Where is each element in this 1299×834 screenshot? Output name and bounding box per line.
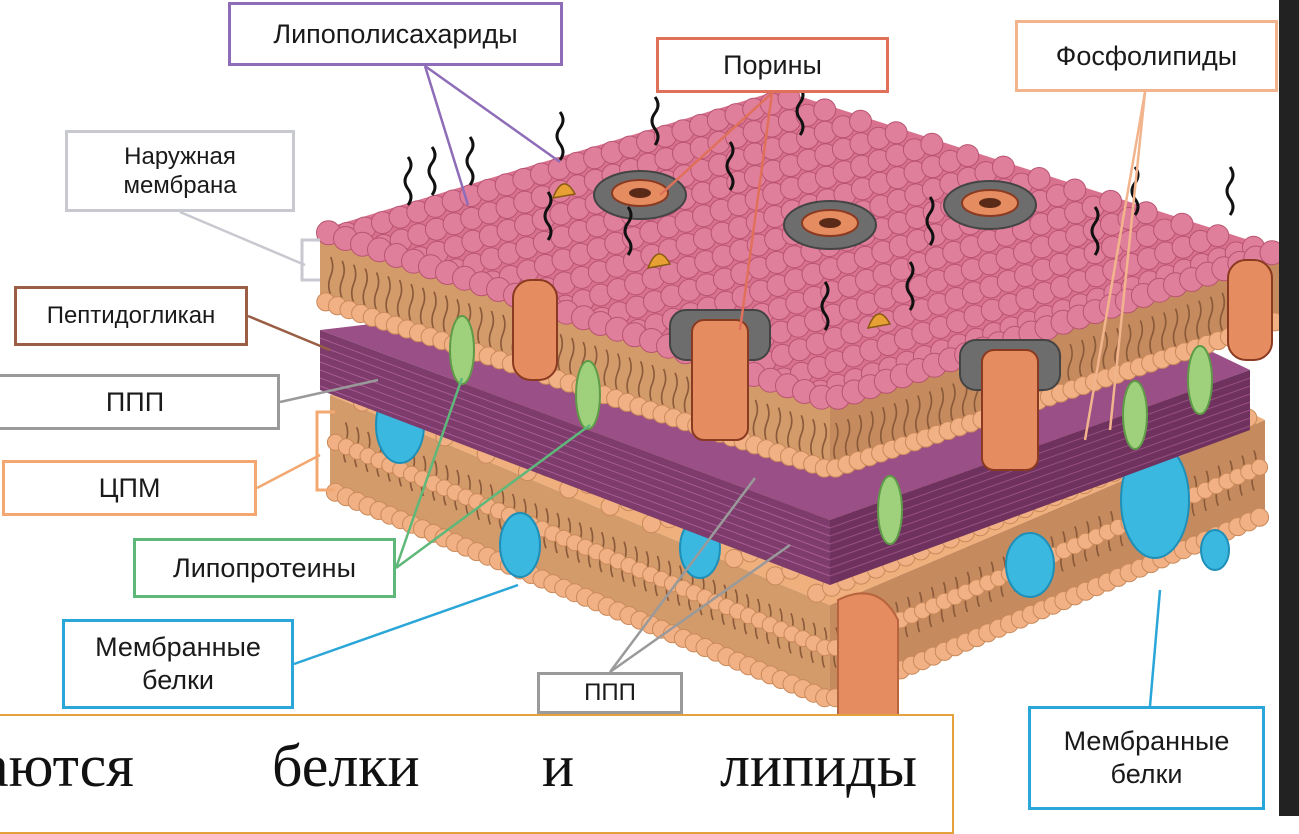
om-outer-lipid-head [885,122,907,144]
lps-chain [405,157,411,205]
cpm-lipid-head [725,550,743,568]
lps-chain [429,147,435,195]
label-ppp-left: ППП [0,374,280,430]
frame-edge [1279,0,1299,816]
lipoprotein [1188,346,1212,414]
om-outer-lipid-head [1207,225,1229,247]
membrane-protein [1201,530,1229,570]
caption-word-1: аются [0,732,134,801]
caption-word-3: и [542,732,574,801]
label-outer-membrane: Наружная мембрана [65,130,295,212]
label-membrane-proteins-right: Мембранные белки [1028,706,1265,810]
lps-chain [1227,167,1233,215]
om-outer-lipid-head [1064,179,1086,201]
om-outer-lipid-head [814,99,836,121]
lipoprotein [450,316,474,384]
om-outer-lipid-head [957,145,979,167]
lipoprotein [576,361,600,429]
leader-line [248,316,330,350]
caption-word-4: липиды [720,732,917,801]
porin-pore [629,188,651,198]
om-outer-lipid-head [992,156,1014,178]
porin-pore [979,198,1001,208]
lipoprotein [878,476,902,544]
om-outer-lipid-head [850,110,872,132]
caption-text-box: аются белки и липиды [0,714,954,834]
porin-pore [819,218,841,228]
label-lipoproteins: Липопротеины [133,538,396,598]
om-outer-lipid-head [1100,190,1122,212]
label-ppp-bottom: ППП [537,672,683,714]
cpm-lipid-head [1251,508,1269,526]
outer-membrane-bracket [302,240,320,280]
outer-membrane-protein [1228,260,1272,360]
lipoprotein [1123,381,1147,449]
om-outer-lipid-head [1171,213,1193,235]
leader-line [425,66,560,162]
om-outer-lipid-head [1028,168,1050,190]
label-cpm: ЦПМ [2,460,257,516]
caption-word-2: белки [272,732,420,801]
lps-chain [557,112,563,160]
leader-line [1150,590,1160,706]
lps-chain [467,137,473,185]
label-lipopolysaccharides: Липополисахариды [228,2,563,66]
leader-line [257,455,320,488]
leader-line [425,66,468,205]
porin-channel [982,350,1038,470]
cpm-lipid-head [1252,459,1268,475]
outer-membrane-protein [513,280,557,380]
label-peptidoglycan: Пептидогликан [14,286,248,346]
label-porins: Порины [656,37,889,93]
membrane-protein [1006,533,1054,597]
porin-channel [692,320,748,440]
label-membrane-proteins-left: Мембранные белки [62,619,294,709]
leader-line [180,212,305,265]
membrane-protein [500,513,540,577]
om-outer-lipid-head [921,133,943,155]
label-phospholipids: Фосфолипиды [1015,20,1278,92]
